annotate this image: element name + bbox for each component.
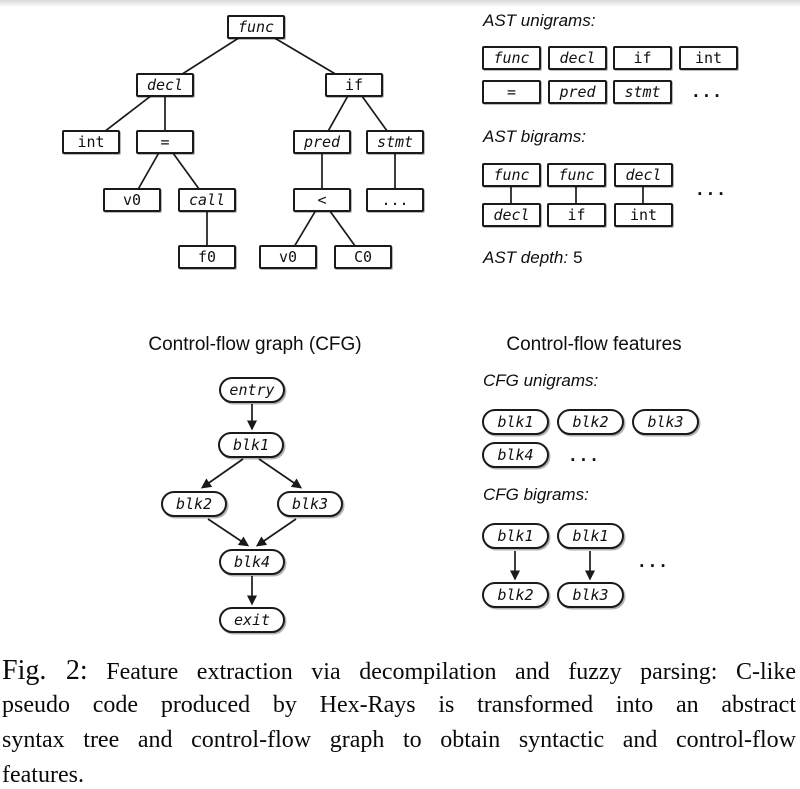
ast-node-less-than: < [293, 188, 351, 212]
ast-unigrams-title: AST unigrams: [483, 11, 596, 30]
ast-node-f0: f0 [178, 245, 236, 269]
ast-node-call: call [178, 188, 236, 212]
cfg-bigram-1-to: blk2 [482, 582, 549, 608]
ast-node-if: if [325, 73, 383, 97]
cfg-unigram-blk3: blk3 [632, 409, 699, 435]
figure-caption: Fig. 2: Feature extraction via decompila… [2, 653, 796, 789]
caption-line-3: syntax tree and control-flow graph to ob… [2, 727, 796, 753]
cfg-bigrams-ellipsis: ... [637, 552, 669, 571]
ast-depth-label: AST depth: [483, 248, 569, 267]
ast-bigram-1-child: decl [482, 203, 541, 227]
ast-unigram-assign: = [482, 80, 541, 104]
ast-bigram-2-parent: func [547, 163, 606, 187]
caption-line-1-text: Feature extraction via decompilation and… [106, 659, 796, 685]
cfg-bigram-2-from: blk1 [557, 523, 624, 549]
ast-node-pred: pred [293, 130, 351, 154]
ast-node-v0: v0 [103, 188, 161, 212]
ast-node-func: func [227, 15, 285, 39]
ast-bigram-2-child: if [547, 203, 606, 227]
ast-bigram-1-parent: func [482, 163, 541, 187]
ast-bigram-3-parent: decl [614, 163, 673, 187]
ast-unigram-decl: decl [548, 46, 607, 70]
ast-node-assign: = [136, 130, 194, 154]
cfg-bigrams-title: CFG bigrams: [483, 485, 589, 504]
caption-line-4: features. [2, 762, 84, 788]
cfg-node-blk2: blk2 [161, 491, 227, 517]
ast-node-stmt: stmt [366, 130, 424, 154]
ast-node-int: int [62, 130, 120, 154]
caption-fig-label: Fig. 2: [2, 655, 88, 686]
cfg-features-title: Control-flow features [506, 334, 682, 355]
ast-node-C0: C0 [334, 245, 392, 269]
ast-unigram-stmt: stmt [613, 80, 672, 104]
ast-unigram-func: func [482, 46, 541, 70]
ast-depth-value: 5 [573, 248, 583, 267]
ast-depth: AST depth:5 [483, 248, 583, 268]
cfg-unigrams-ellipsis: ... [568, 446, 600, 465]
ast-unigram-int: int [679, 46, 738, 70]
caption-line-2: pseudo code produced by Hex-Rays is tran… [2, 692, 796, 718]
cfg-unigram-blk1: blk1 [482, 409, 549, 435]
ast-node-ellipsis: ... [366, 188, 424, 212]
ast-node-decl: decl [136, 73, 194, 97]
cfg-unigrams-title: CFG unigrams: [483, 371, 599, 390]
cfg-node-blk1: blk1 [218, 432, 284, 458]
ast-node-v0-2: v0 [259, 245, 317, 269]
cfg-node-blk3: blk3 [277, 491, 343, 517]
ast-unigrams-ellipsis: ... [691, 82, 723, 101]
cfg-node-entry: entry [219, 377, 285, 403]
cfg-node-blk4: blk4 [219, 549, 285, 575]
cfg-bigram-1-from: blk1 [482, 523, 549, 549]
cfg-unigram-blk2: blk2 [557, 409, 624, 435]
cfg-unigram-blk4: blk4 [482, 442, 549, 468]
ast-bigrams-ellipsis: ... [695, 180, 727, 199]
scan-edge-shading [0, 0, 800, 7]
ast-bigram-3-child: int [614, 203, 673, 227]
ast-bigrams-title: AST bigrams: [483, 127, 586, 146]
caption-line-1: Fig. 2: Feature extraction via decompila… [2, 653, 796, 688]
cfg-bigram-2-to: blk3 [557, 582, 624, 608]
cfg-node-exit: exit [219, 607, 285, 633]
cfg-title: Control-flow graph (CFG) [148, 334, 362, 355]
ast-unigram-if: if [613, 46, 672, 70]
ast-unigram-pred: pred [548, 80, 607, 104]
